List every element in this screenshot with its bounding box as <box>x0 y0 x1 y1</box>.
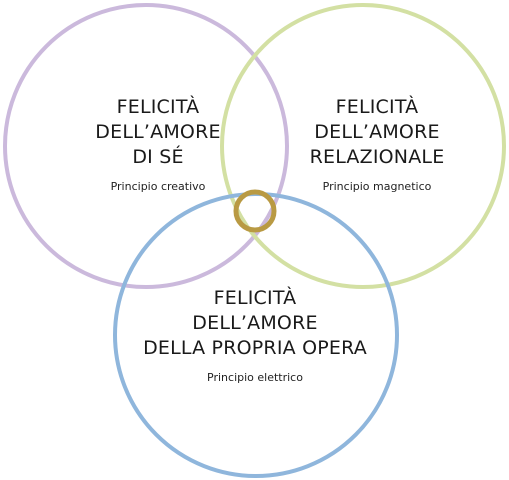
title-self-line-2: DELL’AMORE <box>95 121 221 143</box>
circle-relational <box>220 3 506 289</box>
title-relational-line-1: FELICITÀ <box>335 96 419 118</box>
title-self-line-3: DI SÉ <box>132 146 184 168</box>
label-work: FELICITÀ DELL’AMORE DELLA PROPRIA OPERA … <box>110 286 400 385</box>
circle-self <box>3 3 289 289</box>
subtitle-relational: Principio magnetico <box>322 180 432 193</box>
subtitle-self: Principio creativo <box>110 180 206 193</box>
title-work-line-2: DELL’AMORE <box>192 312 318 334</box>
label-relational: FELICITÀ DELL’AMORE RELAZIONALE Principi… <box>277 95 477 194</box>
center-ring <box>233 189 277 233</box>
title-relational-line-2: DELL’AMORE <box>314 121 440 143</box>
title-self-line-1: FELICITÀ <box>116 96 200 118</box>
subtitle-work: Principio elettrico <box>207 371 303 384</box>
label-self: FELICITÀ DELL’AMORE DI SÉ Principio crea… <box>58 95 258 194</box>
title-relational-line-3: RELAZIONALE <box>309 146 445 168</box>
title-work-line-1: FELICITÀ <box>213 287 297 309</box>
title-work-line-3: DELLA PROPRIA OPERA <box>143 337 367 359</box>
